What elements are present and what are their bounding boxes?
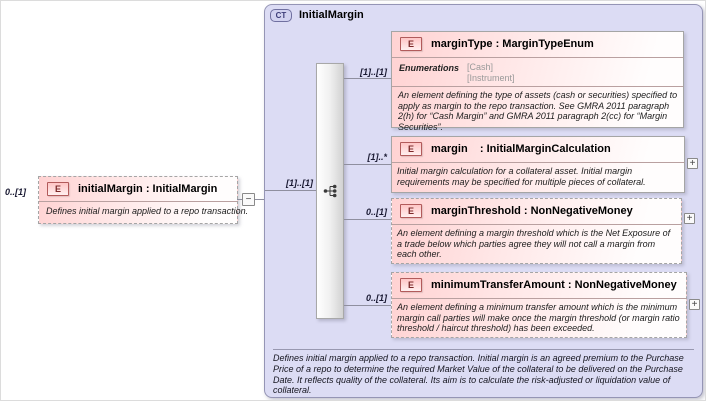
element-header: E marginThreshold : NonNegativeMoney bbox=[400, 204, 633, 218]
element-name-label: minimumTransferAmount : NonNegativeMoney bbox=[431, 279, 677, 291]
element-icon: E bbox=[47, 182, 69, 196]
element-box-margin[interactable]: E margin : InitialMarginCalculation Init… bbox=[391, 136, 685, 193]
element-annotation: An element defining the type of assets (… bbox=[398, 90, 678, 132]
connector-line bbox=[237, 199, 242, 200]
element-annotation: Defines initial margin applied to a repo… bbox=[46, 206, 249, 216]
divider bbox=[392, 298, 686, 299]
element-icon: E bbox=[400, 142, 422, 156]
divider bbox=[392, 57, 683, 58]
element-header: E initialMargin : InitialMargin bbox=[47, 182, 217, 196]
complex-type-annotation: Defines initial margin applied to a repo… bbox=[273, 353, 684, 396]
divider bbox=[39, 201, 237, 202]
divider bbox=[392, 162, 684, 163]
cardinality-label-minimumtransferamount: 0..[1] bbox=[365, 293, 387, 303]
element-name-label: margin : InitialMarginCalculation bbox=[431, 143, 611, 155]
cardinality-label-marginthreshold: 0..[1] bbox=[365, 207, 387, 217]
cardinality-label-margintype: [1]..[1] bbox=[360, 67, 387, 77]
compositor-cardinality-label: [1]..[1] bbox=[286, 178, 313, 188]
expand-toggle-minimumtransferamount[interactable]: + bbox=[689, 299, 700, 310]
connector-line bbox=[265, 190, 316, 191]
enumeration-value: [Cash] bbox=[467, 62, 494, 72]
collapse-toggle[interactable]: − bbox=[242, 193, 255, 206]
element-header: E minimumTransferAmount : NonNegativeMon… bbox=[400, 278, 677, 292]
element-annotation: Initial margin calculation for a collate… bbox=[397, 166, 646, 187]
complex-type-title: InitialMargin bbox=[299, 9, 364, 21]
element-header: E marginType : MarginTypeEnum bbox=[400, 37, 594, 51]
complex-type-badge: CT bbox=[270, 9, 292, 22]
element-box-initialmargin[interactable]: E initialMargin : InitialMargin Defines … bbox=[38, 176, 248, 224]
connector-line bbox=[255, 199, 265, 200]
element-box-marginthreshold[interactable]: E marginThreshold : NonNegativeMoney An … bbox=[391, 198, 682, 264]
enumerations-label: Enumerations bbox=[399, 63, 460, 73]
element-name-label: initialMargin : InitialMargin bbox=[78, 183, 218, 195]
divider bbox=[273, 349, 694, 350]
element-box-minimumtransferamount[interactable]: E minimumTransferAmount : NonNegativeMon… bbox=[391, 272, 687, 338]
divider bbox=[392, 86, 683, 87]
connector-line bbox=[344, 219, 391, 220]
cardinality-label-margin: [1]..* bbox=[367, 152, 387, 162]
sequence-icon bbox=[323, 184, 337, 198]
connector-line bbox=[344, 164, 391, 165]
element-annotation: An element defining a minimum transfer a… bbox=[397, 302, 680, 333]
element-header: E margin : InitialMarginCalculation bbox=[400, 142, 611, 156]
element-box-margintype[interactable]: E marginType : MarginTypeEnum Enumeratio… bbox=[391, 31, 684, 132]
source-cardinality-label: 0..[1] bbox=[5, 187, 27, 197]
element-annotation: An element defining a margin threshold w… bbox=[397, 228, 671, 259]
element-icon: E bbox=[400, 204, 422, 218]
element-name-label: marginType : MarginTypeEnum bbox=[431, 38, 594, 50]
element-icon: E bbox=[400, 278, 422, 292]
element-name-label: marginThreshold : NonNegativeMoney bbox=[431, 205, 633, 217]
connector-line bbox=[344, 305, 391, 306]
connector-line bbox=[344, 78, 391, 79]
divider bbox=[392, 224, 681, 225]
expand-toggle-marginthreshold[interactable]: + bbox=[684, 213, 695, 224]
expand-toggle-margin[interactable]: + bbox=[687, 158, 698, 169]
enumeration-value: [Instrument] bbox=[467, 73, 515, 83]
element-icon: E bbox=[400, 37, 422, 51]
